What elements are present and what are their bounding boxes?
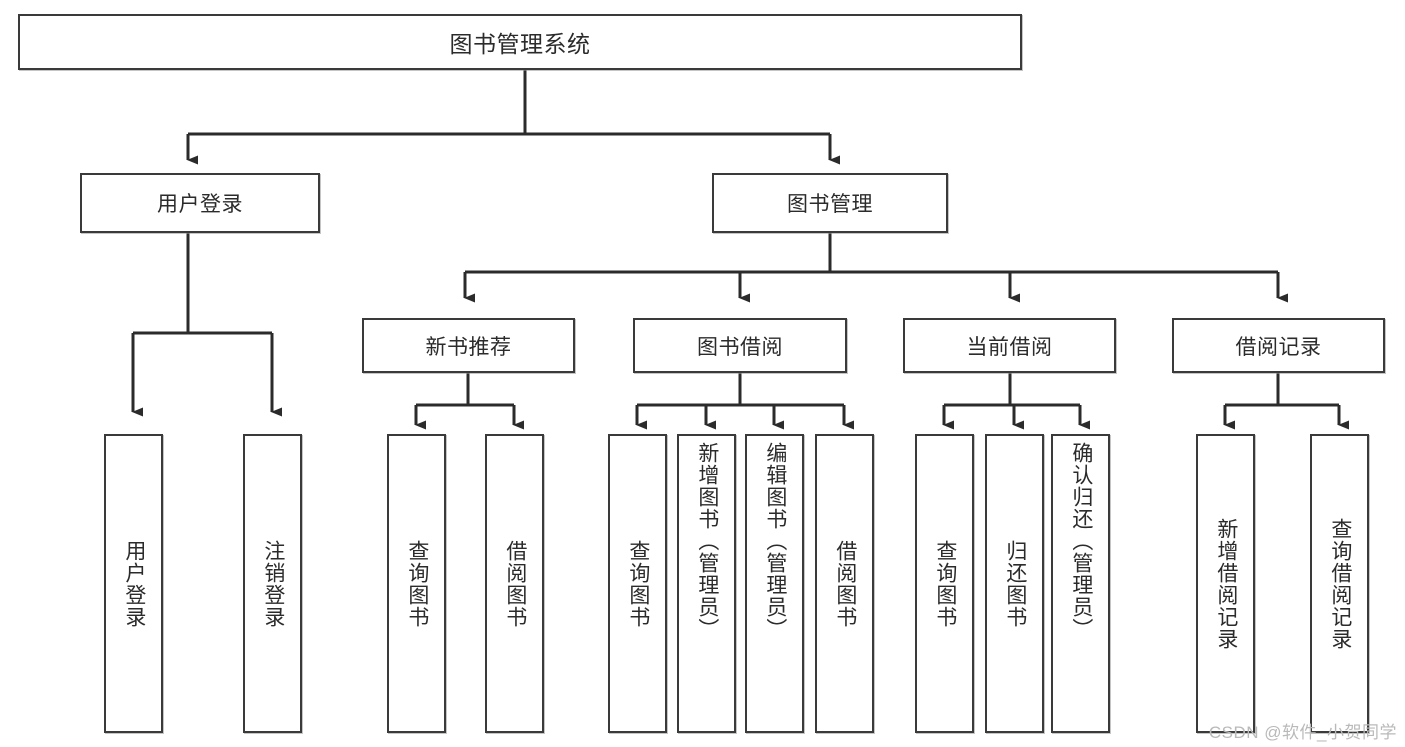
leaf-borrow-book[interactable]: 借阅图书 [815, 434, 874, 733]
node-label: 用户登录 [157, 193, 243, 216]
node-label: 注销登录 [261, 539, 285, 628]
leaf-user-login[interactable]: 用户登录 [104, 434, 163, 733]
node-label: 确认归还（管理员） [1069, 442, 1093, 640]
node-label: 当前借阅 [966, 335, 1053, 359]
leaf-borrow-book-recommend[interactable]: 借阅图书 [485, 434, 544, 733]
node-label: 新书推荐 [425, 335, 512, 359]
node-label: 图书借阅 [697, 335, 783, 359]
node-label: 用户登录 [122, 539, 146, 628]
leaf-query-book-recommend[interactable]: 查询图书 [387, 434, 446, 733]
node-current-borrow[interactable]: 当前借阅 [903, 318, 1116, 373]
node-root-system[interactable]: 图书管理系统 [18, 14, 1022, 70]
watermark-text: CSDN @软件_小贺同学 [1208, 723, 1397, 742]
leaf-confirm-return-admin[interactable]: 确认归还（管理员） [1051, 434, 1110, 733]
leaf-query-book-borrow[interactable]: 查询图书 [608, 434, 667, 733]
node-book-management[interactable]: 图书管理 [712, 173, 948, 233]
node-book-borrow[interactable]: 图书借阅 [633, 318, 847, 373]
node-label: 查询图书 [626, 539, 650, 628]
leaf-query-borrow-record[interactable]: 查询借阅记录 [1310, 434, 1369, 733]
node-label: 借阅图书 [503, 539, 527, 628]
leaf-edit-book-admin[interactable]: 编辑图书（管理员） [745, 434, 804, 733]
node-label: 新增图书（管理员） [695, 442, 719, 640]
node-label: 查询借阅记录 [1328, 517, 1352, 650]
leaf-add-borrow-record[interactable]: 新增借阅记录 [1196, 434, 1255, 733]
node-label: 图书管理 [787, 193, 873, 216]
node-borrow-record[interactable]: 借阅记录 [1172, 318, 1385, 373]
node-label: 新增借阅记录 [1214, 517, 1238, 650]
node-label: 查询图书 [933, 539, 957, 628]
node-label: 图书管理系统 [449, 31, 591, 57]
node-label: 借阅记录 [1235, 335, 1322, 359]
leaf-add-book-admin[interactable]: 新增图书（管理员） [677, 434, 736, 733]
node-user-login[interactable]: 用户登录 [80, 173, 320, 233]
leaf-return-book[interactable]: 归还图书 [985, 434, 1044, 733]
node-label: 查询图书 [405, 539, 429, 628]
node-label: 借阅图书 [833, 539, 857, 628]
leaf-logout[interactable]: 注销登录 [243, 434, 302, 733]
node-label: 归还图书 [1003, 539, 1027, 628]
leaf-query-book-current[interactable]: 查询图书 [915, 434, 974, 733]
node-label: 编辑图书（管理员） [763, 442, 787, 640]
node-new-book-recommend[interactable]: 新书推荐 [362, 318, 575, 373]
